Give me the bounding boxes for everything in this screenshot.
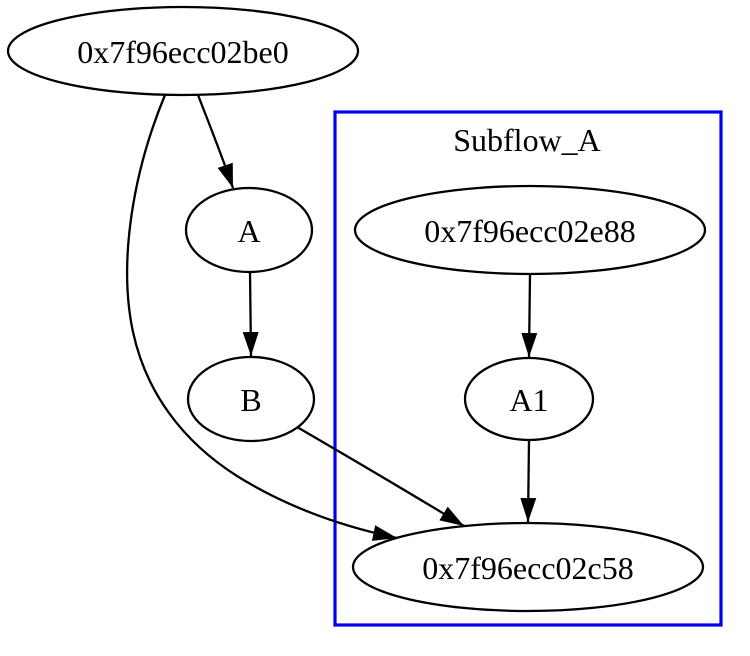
node-b-shape (186, 355, 316, 443)
node-a1: A1 (463, 356, 595, 442)
edge-root-to-sink (126, 94, 398, 541)
node-root: 0x7f96ecc02be0 (6, 5, 360, 97)
node-root-label: 0x7f96ecc02be0 (77, 34, 288, 70)
subflow-a-cluster-border (333, 110, 723, 627)
edge-subflow-entry-to-a1 (521, 273, 538, 358)
node-b: B (186, 355, 316, 443)
edge-b-to-sink (296, 426, 465, 527)
node-subflow-entry-label: 0x7f96ecc02e88 (424, 213, 635, 249)
node-subflow-entry: 0x7f96ecc02e88 (353, 184, 707, 276)
node-a1-label: A1 (509, 382, 548, 418)
subflow-a-cluster-label: Subflow_A (453, 122, 601, 158)
node-sink-label: 0x7f96ecc02c58 (422, 550, 633, 586)
node-a-label: A (237, 213, 260, 249)
node-a-shape (184, 186, 314, 274)
node-root-shape (6, 5, 360, 97)
node-b-label: B (240, 382, 261, 418)
node-subflow-entry-shape (353, 184, 707, 276)
edge-a-to-b (242, 271, 259, 357)
node-a: A (184, 186, 314, 274)
node-sink-shape (351, 521, 705, 613)
edge-a1-to-sink (520, 439, 537, 523)
node-sink: 0x7f96ecc02c58 (351, 521, 705, 613)
node-a1-shape (463, 356, 595, 442)
edge-root-to-a (196, 94, 235, 189)
